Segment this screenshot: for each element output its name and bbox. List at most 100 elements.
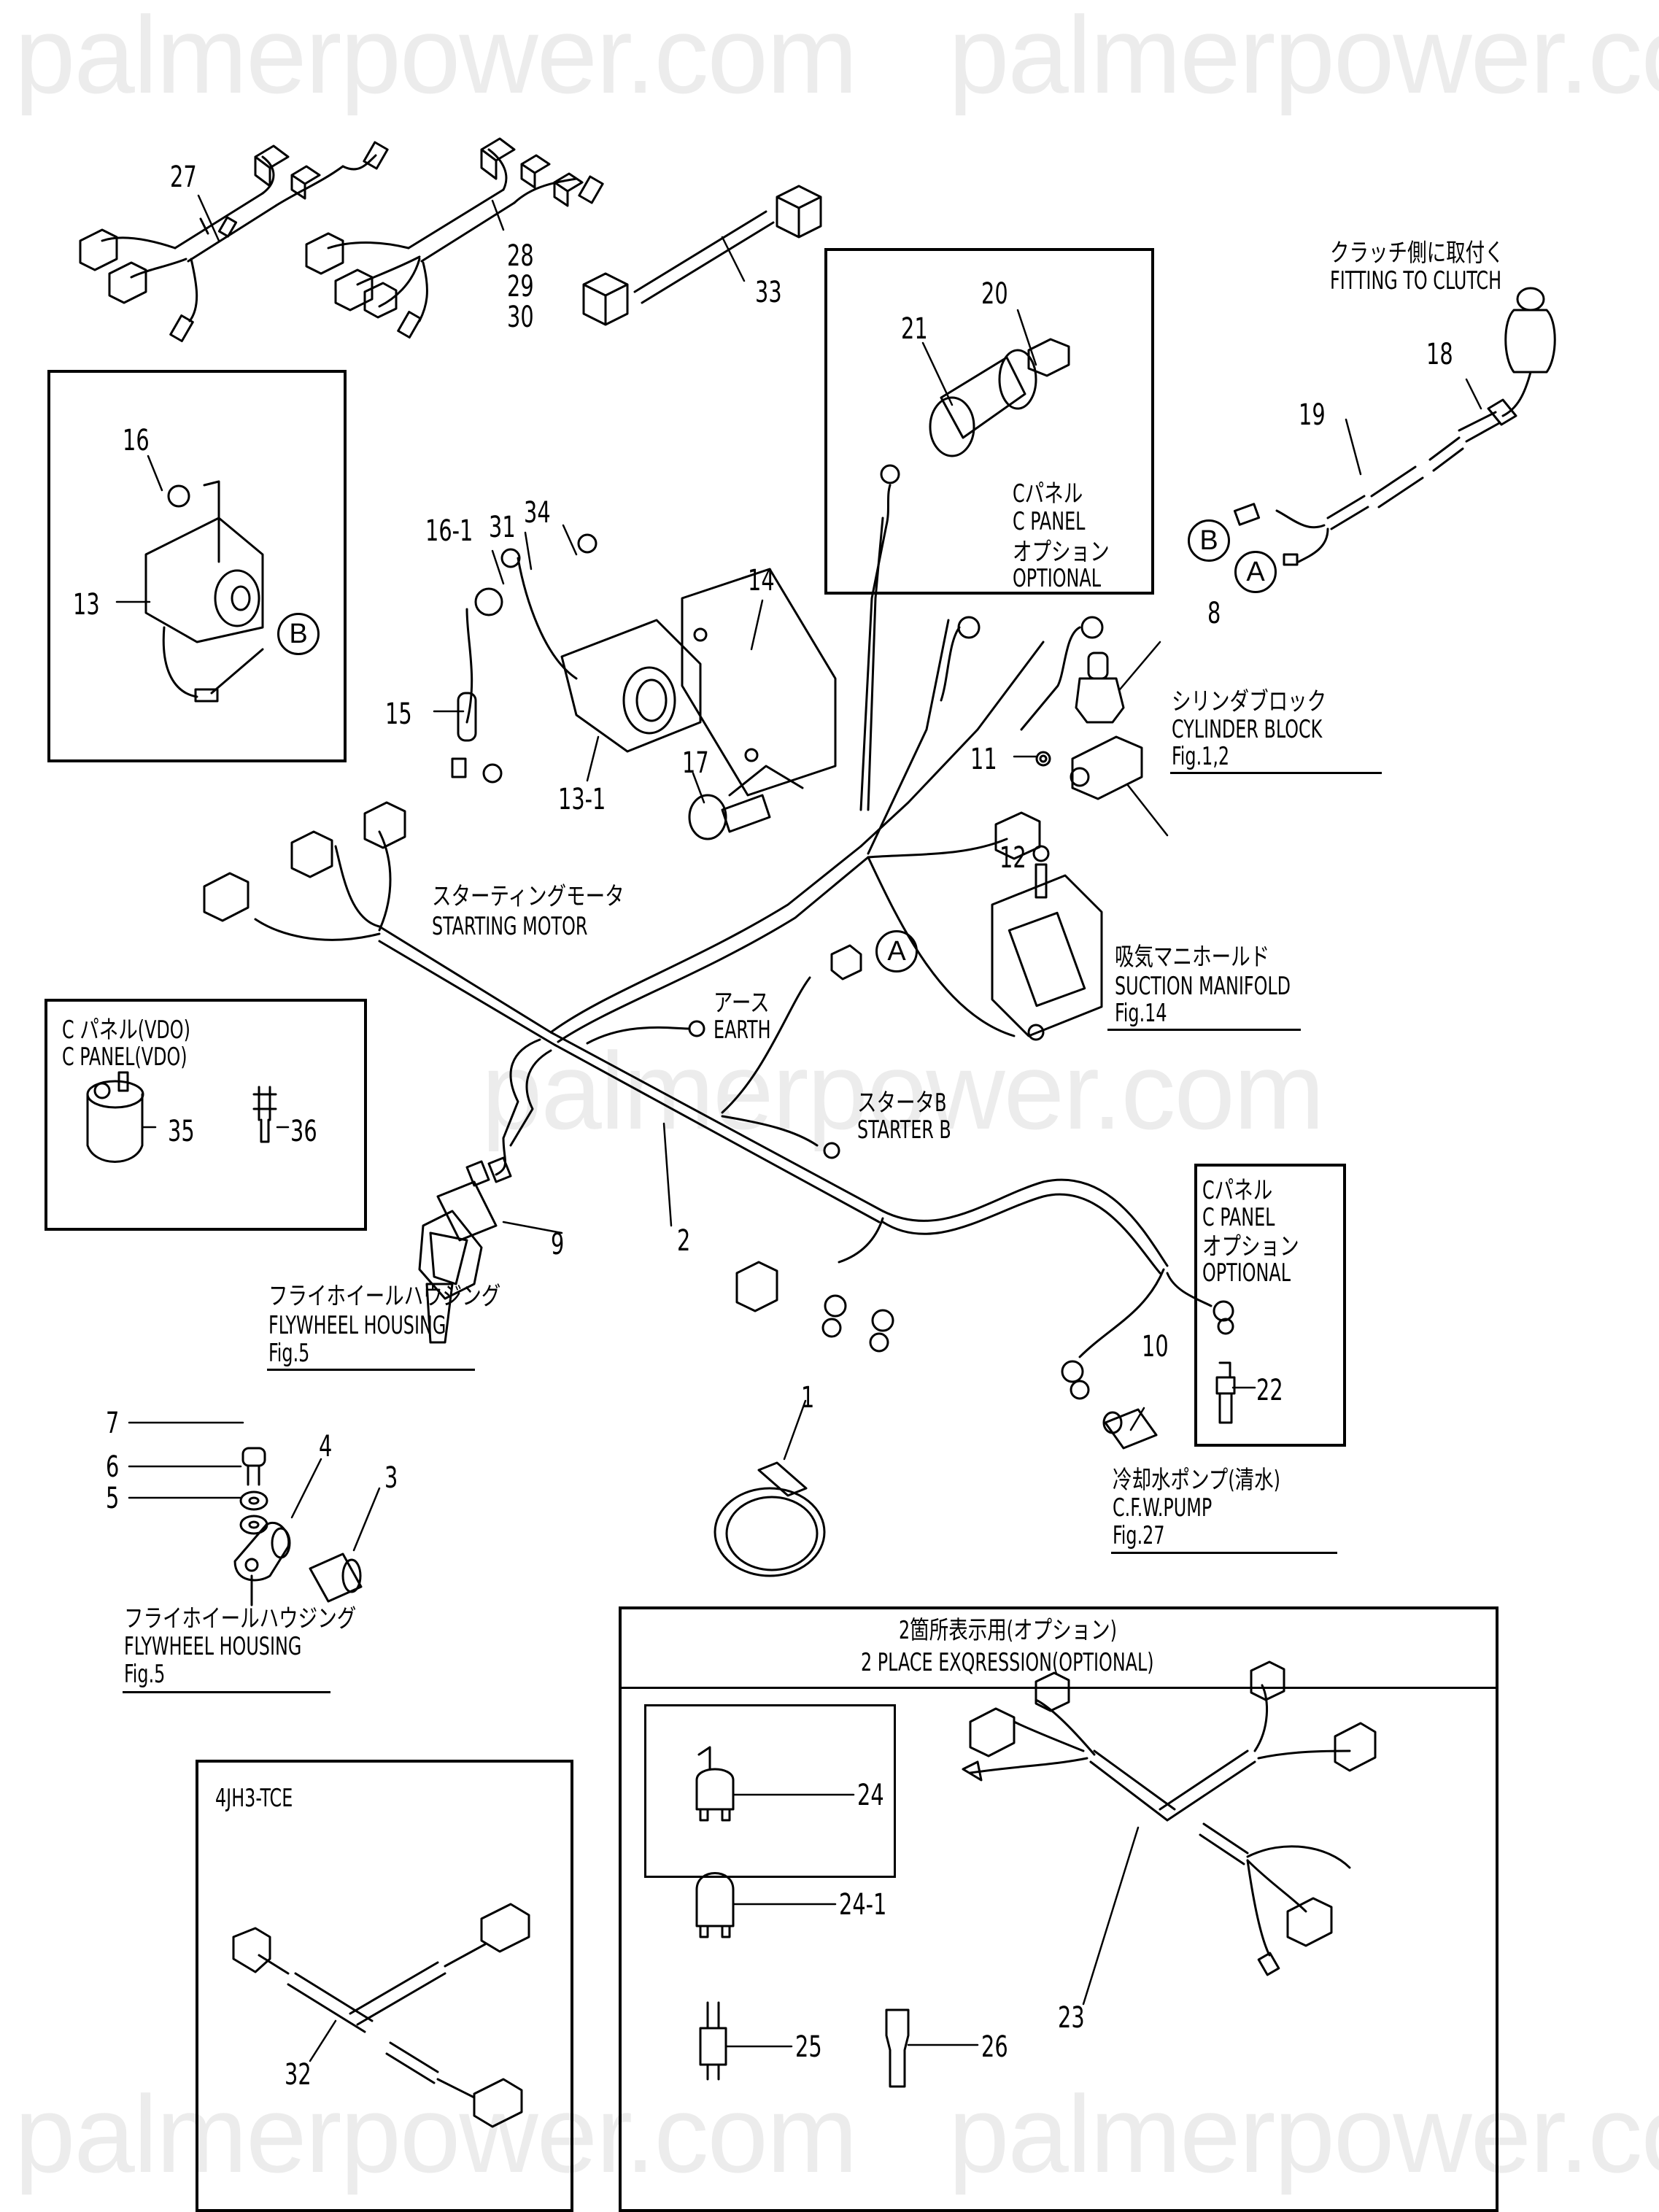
connector-a-marker-center: A	[875, 930, 918, 972]
c-panel-top-en: C PANEL	[1013, 507, 1086, 536]
starter-relay-box	[47, 370, 347, 762]
fitting-to-clutch-jp: クラッチ側に取付く	[1330, 239, 1504, 268]
main-harness-2-drawing	[203, 619, 1234, 1450]
callout-23: 23	[1058, 2001, 1085, 2035]
c-panel-top-optional-jp: オプション	[1013, 538, 1110, 567]
callout-25: 25	[795, 2030, 822, 2064]
flywheel-housing-2-jp: フライホイールハウジング	[124, 1604, 357, 1633]
sender-8-drawing	[940, 616, 1143, 1037]
flywheel-housing-1-jp: フライホイールハウジング	[268, 1282, 501, 1311]
callout-33: 33	[755, 276, 782, 309]
suction-manifold-underline	[1107, 1029, 1301, 1031]
callout-7: 7	[106, 1407, 120, 1440]
cylinder-block-underline	[1170, 772, 1382, 774]
callout-2: 2	[677, 1224, 691, 1258]
cable-tie-1-drawing	[714, 1461, 826, 1577]
harness-28-drawing	[305, 137, 604, 339]
c-panel-vdo-en: C PANEL(VDO)	[62, 1043, 187, 1072]
relay-24-inner-box	[644, 1704, 896, 1878]
c-panel-right-en: C PANEL	[1202, 1203, 1275, 1232]
leader-lines	[115, 194, 1482, 2062]
callout-17: 17	[682, 746, 709, 780]
suction-manifold-en: SUCTION MANIFOLD	[1115, 972, 1291, 1001]
callout-8: 8	[1207, 597, 1221, 630]
vdo-sender-35-drawing	[86, 1071, 277, 1163]
earth-en: EARTH	[714, 1016, 771, 1045]
two-place-expression-box	[619, 1606, 1498, 2212]
cfw-pump-jp: 冷却水ポンプ(清水)	[1113, 1466, 1280, 1495]
cylinder-block-en: CYLINDER BLOCK	[1172, 715, 1323, 744]
c-panel-right-optional-jp: オプション	[1202, 1232, 1299, 1261]
watermark-bottom-left: palmerpower.com	[15, 2073, 858, 2195]
callout-22: 22	[1256, 1374, 1283, 1407]
starting-motor-en: STARTING MOTOR	[432, 912, 588, 941]
connector-b-marker-right: B	[1188, 519, 1230, 562]
callout-16-1: 16-1	[425, 514, 473, 548]
sender-9-drawing	[418, 1210, 483, 1344]
two-place-expression-en: 2 PLACE EXQRESSION(OPTIONAL)	[861, 1648, 1154, 1677]
callout-24: 24	[857, 1779, 884, 1812]
callout-5: 5	[106, 1482, 120, 1515]
callout-4: 4	[319, 1430, 333, 1463]
callout-16: 16	[123, 424, 150, 457]
callout-24-1: 24-1	[839, 1888, 887, 1922]
cylinder-block-jp: シリンダブロック	[1172, 687, 1327, 716]
flywheel-housing-2-underline	[123, 1691, 330, 1693]
callout-21: 21	[901, 312, 928, 346]
callout-29: 29	[507, 270, 534, 303]
flywheel-housing-2-fig: Fig.5	[124, 1660, 166, 1689]
c-panel-optional-box-right	[1194, 1164, 1346, 1447]
flywheel-housing-1-fig: Fig.5	[268, 1339, 310, 1368]
callout-27: 27	[170, 161, 197, 194]
connector-a-marker-right: A	[1234, 551, 1277, 593]
callout-35: 35	[168, 1115, 195, 1148]
earth-jp: アース	[714, 989, 770, 1018]
watermark-top-left: palmerpower.com	[15, 0, 858, 116]
harness-23-drawing	[962, 1660, 1377, 1976]
callout-13-1: 13-1	[558, 783, 606, 816]
c-panel-right-optional-en: OPTIONAL	[1202, 1258, 1291, 1288]
starter-b-jp: スタータB	[857, 1088, 947, 1118]
watermark-middle: palmerpower.com	[482, 1029, 1325, 1152]
callout-14: 14	[748, 564, 775, 598]
c-panel-optional-box-top	[824, 248, 1154, 595]
c-panel-right-jp: Cパネル	[1202, 1176, 1273, 1205]
watermark-top-right: palmerpower.com	[948, 0, 1659, 116]
callout-12: 12	[999, 841, 1026, 875]
cfw-pump-underline	[1111, 1552, 1337, 1554]
two-place-header-divider	[620, 1687, 1497, 1689]
suction-manifold	[991, 874, 1103, 1037]
harness-32-drawing	[232, 1903, 530, 2128]
starting-motor-jp: スターティングモータ	[432, 882, 624, 911]
suction-manifold-fig: Fig.14	[1115, 999, 1167, 1028]
c-panel-sender-21-drawing	[859, 338, 1070, 811]
callout-32: 32	[285, 2058, 312, 2092]
stop-solenoid-13-1-drawing	[451, 533, 837, 840]
callout-1: 1	[801, 1381, 815, 1415]
harness-27-drawing	[79, 141, 389, 342]
cylinder-block-fig: Fig.1,2	[1172, 742, 1230, 771]
c-panel-top-optional-en: OPTIONAL	[1013, 564, 1101, 593]
callout-13: 13	[73, 588, 100, 622]
callout-20: 20	[981, 277, 1008, 311]
callout-3: 3	[384, 1461, 398, 1495]
model-4jh3-tce-label: 4JH3-TCE	[215, 1784, 293, 1813]
cfw-pump-en: C.F.W.PUMP	[1113, 1493, 1213, 1523]
clamp-parts-3-to-7-drawing	[233, 1447, 363, 1606]
callout-26: 26	[981, 2030, 1008, 2064]
cfw-pump-fig: Fig.27	[1113, 1521, 1165, 1550]
callout-36: 36	[290, 1115, 317, 1148]
callout-31: 31	[489, 511, 516, 544]
callout-10: 10	[1142, 1330, 1169, 1364]
starter-b-en: STARTER B	[857, 1115, 951, 1145]
suction-manifold-jp: 吸気マニホールド	[1115, 943, 1270, 972]
fitting-to-clutch-en: FITTING TO CLUTCH	[1330, 266, 1502, 295]
model-4jh3-tce-box	[196, 1760, 573, 2212]
connector-b-marker-left: B	[277, 613, 320, 655]
c-panel-top-jp: Cパネル	[1013, 479, 1083, 508]
callout-15: 15	[385, 697, 412, 731]
callout-34: 34	[524, 496, 551, 530]
callout-6: 6	[106, 1450, 120, 1484]
c-panel-vdo-box	[45, 999, 367, 1231]
